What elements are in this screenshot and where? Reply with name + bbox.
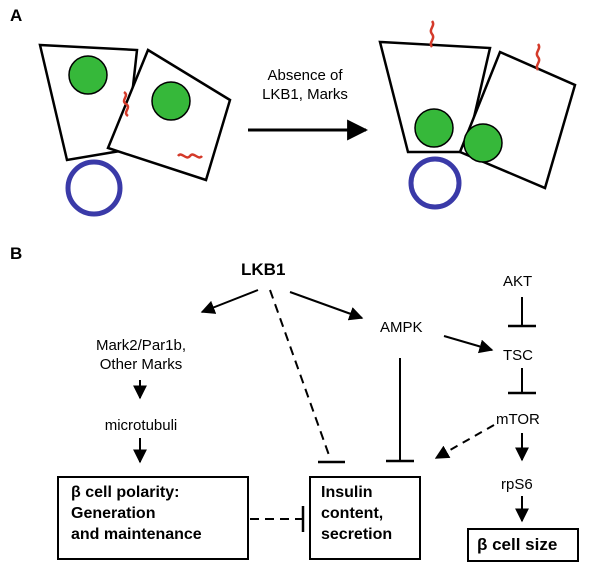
node-tsc: TSC <box>503 347 533 364</box>
edge-lkb1-marks <box>200 289 259 314</box>
nucleus-left-1 <box>68 55 108 95</box>
box-beta-cell-size: β cell size <box>467 528 579 562</box>
nucleus-left-2 <box>151 81 191 121</box>
edge-lkb1-insulin <box>269 289 331 459</box>
polarity-line-1: β cell polarity: <box>71 484 180 501</box>
box-insulin: Insulin content, secretion <box>309 476 421 560</box>
mark-left-lateral <box>177 153 203 159</box>
node-marks-line-1: Mark2/Par1b, <box>95 337 187 354</box>
edge-mtor-insulin <box>434 424 495 459</box>
polarity-line-3: and maintenance <box>71 526 202 543</box>
panel-b-letter: B <box>10 244 23 263</box>
insulin-line-3: secretion <box>321 526 393 543</box>
arrow-label-line-2: LKB1, Marks <box>262 86 348 103</box>
mark-left-junction <box>122 90 130 118</box>
node-lkb1: LKB1 <box>241 260 286 279</box>
nucleus-right-2 <box>463 123 503 163</box>
nucleus-right-1 <box>414 108 454 148</box>
arrow-label: Absence of LKB1, Marks <box>240 66 370 104</box>
node-rps6: rpS6 <box>501 476 533 493</box>
panel-a-letter: A <box>10 6 23 25</box>
node-marks: Mark2/Par1b, Other Marks <box>78 336 204 374</box>
arrow-label-line-1: Absence of <box>267 67 343 84</box>
normal-cells <box>38 43 232 217</box>
node-akt: AKT <box>503 273 533 290</box>
pathway-edges <box>133 289 536 532</box>
mark-right-apical <box>429 20 435 48</box>
box-beta-cell-polarity: β cell polarity: Generation and maintena… <box>57 476 249 560</box>
edge-ampk-tsc <box>443 335 494 354</box>
node-marks-line-2: Other Marks <box>99 356 183 373</box>
insulin-line-2: content, <box>321 505 384 522</box>
node-ampk: AMPK <box>380 319 423 336</box>
edge-lkb1-ampk <box>289 291 364 321</box>
insulin-line-1: Insulin <box>321 484 373 501</box>
lumen-right <box>408 156 462 210</box>
polarity-line-2: Generation <box>71 505 156 522</box>
lumen-left <box>65 159 123 217</box>
node-microtubuli: microtubuli <box>104 417 178 434</box>
node-mtor: mTOR <box>496 411 540 428</box>
mutant-cells <box>378 20 577 210</box>
mark-right-corner <box>535 43 541 71</box>
